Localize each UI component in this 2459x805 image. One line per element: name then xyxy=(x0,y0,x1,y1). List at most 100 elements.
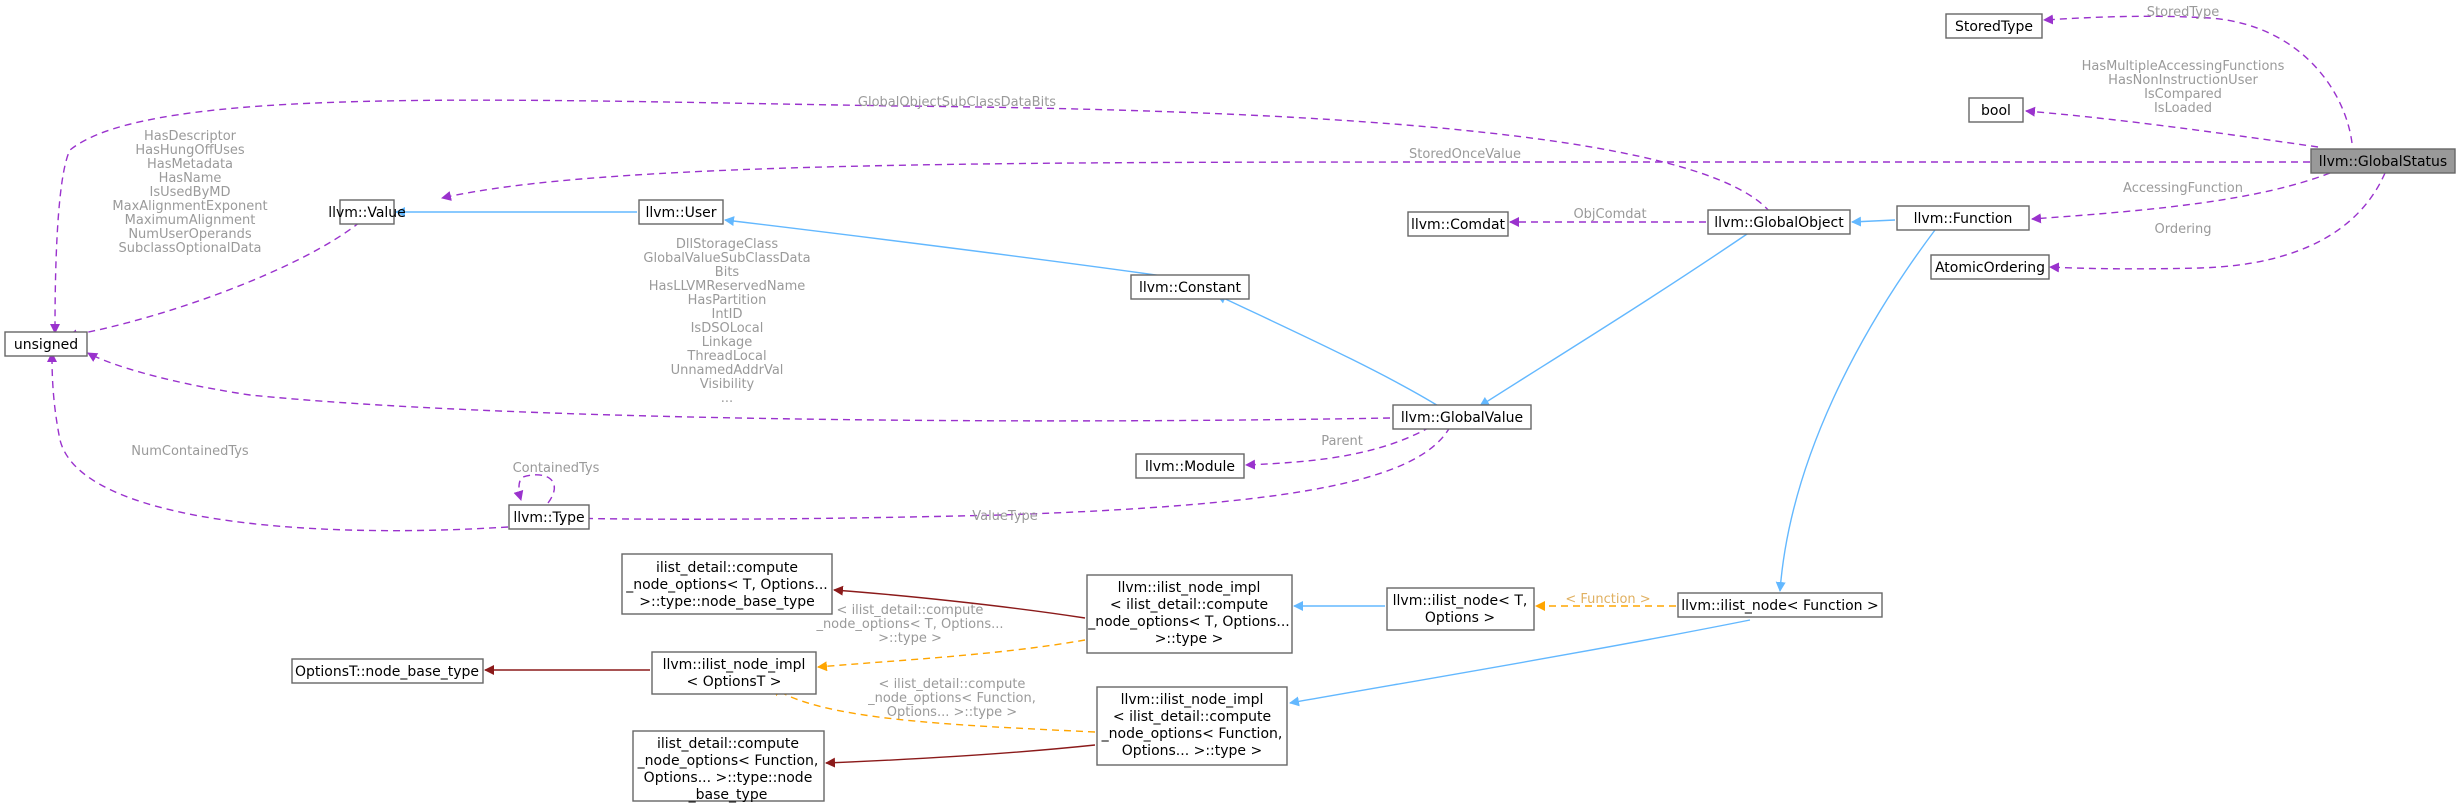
label-ordering: Ordering xyxy=(2154,222,2211,237)
edge-contained-tys xyxy=(513,474,555,504)
text-line: ilist_detail::compute xyxy=(657,736,799,752)
svg-text:llvm::Value: llvm::Value xyxy=(328,205,406,221)
text-line: ... xyxy=(721,391,733,406)
node-compute-node-base-type[interactable]: ilist_detail::compute_node_options< T, O… xyxy=(621,553,833,615)
text-line: Options... >::type::node xyxy=(644,770,813,786)
label-accessing-function: AccessingFunction xyxy=(2123,181,2243,196)
node-constant[interactable]: llvm::Constant xyxy=(1130,274,1250,300)
node-user[interactable]: llvm::User xyxy=(638,199,724,225)
svg-text:llvm::GlobalObject: llvm::GlobalObject xyxy=(1714,215,1844,231)
svg-text:AtomicOrdering: AtomicOrdering xyxy=(1935,260,2045,276)
node-optionst-node-base-type[interactable]: OptionsT::node_base_type xyxy=(291,658,484,684)
svg-text:llvm::ilist_node_impl< ilist_d: llvm::ilist_node_impl< ilist_detail::com… xyxy=(1087,580,1290,647)
label-ilist-template-function: < ilist_detail::compute_node_options< Fu… xyxy=(867,677,1036,720)
svg-text:unsigned: unsigned xyxy=(14,337,78,353)
edge-ilistnode-function-impl xyxy=(1289,619,1751,707)
text-line: < ilist_detail::compute xyxy=(879,677,1026,692)
svg-text:llvm::Type: llvm::Type xyxy=(513,510,584,526)
edge-globalvalue-inherits-constant xyxy=(1216,294,1441,408)
edge-value-type xyxy=(561,426,1451,524)
text-line: SubclassOptionalData xyxy=(118,241,261,256)
svg-text:llvm::Module: llvm::Module xyxy=(1145,459,1235,475)
node-compute-function-node-base-type[interactable]: ilist_detail::compute_node_options< Func… xyxy=(632,730,825,803)
node-global-value[interactable]: llvm::GlobalValue xyxy=(1392,404,1532,430)
edge-impl-opts-node-base xyxy=(833,585,1086,619)
text-line: ilist_detail::compute xyxy=(656,560,798,576)
svg-text:llvm::Function: llvm::Function xyxy=(1914,211,2013,227)
text-line: _node_options< Function, xyxy=(637,753,819,769)
node-module[interactable]: llvm::Module xyxy=(1135,453,1245,479)
label-globalobject-subclass-bits: GlobalObjectSubClassDataBits xyxy=(858,95,1056,110)
node-ilist-node-impl-function[interactable]: llvm::ilist_node_impl< ilist_detail::com… xyxy=(1096,686,1288,766)
text-line: llvm::ilist_node_impl xyxy=(1121,692,1264,708)
text-line: _node_options< T, Options... xyxy=(625,577,828,593)
text-line: HasMetadata xyxy=(147,157,233,172)
node-stored-type[interactable]: StoredType xyxy=(1945,13,2043,39)
edge-globalobject-inherits-globalvalue xyxy=(1479,231,1751,407)
text-line: HasDescriptor xyxy=(144,129,237,144)
text-line: NumUserOperands xyxy=(128,227,252,242)
text-line: HasLLVMReservedName xyxy=(649,279,806,294)
text-line: MaxAlignmentExponent xyxy=(112,199,267,214)
text-line: Bits xyxy=(715,265,740,280)
text-line: _node_options< T, Options... xyxy=(815,617,1003,632)
node-global-status[interactable]: llvm::GlobalStatus xyxy=(2310,148,2456,174)
node-comdat[interactable]: llvm::Comdat xyxy=(1407,211,1509,237)
edge-globalobject-subclass-bits xyxy=(50,99,1771,334)
node-global-object[interactable]: llvm::GlobalObject xyxy=(1707,209,1851,235)
svg-text:llvm::ilist_node< Function >: llvm::ilist_node< Function > xyxy=(1681,598,1878,614)
edge-stored-once-value xyxy=(441,161,2310,201)
text-line: llvm::ilist_node_impl xyxy=(663,657,806,673)
svg-text:llvm::Constant: llvm::Constant xyxy=(1139,280,1242,296)
text-line: HasMultipleAccessingFunctions xyxy=(2082,59,2285,74)
svg-text:bool: bool xyxy=(1981,103,2011,119)
label-ilist-template-t: < ilist_detail::compute_node_options< T,… xyxy=(815,603,1003,646)
text-line: IsDSOLocal xyxy=(691,321,764,336)
node-type[interactable]: llvm::Type xyxy=(508,504,590,530)
text-line: Visibility xyxy=(700,377,755,392)
edge-value-unsigned xyxy=(67,221,361,340)
edges xyxy=(47,14,2386,768)
node-ilist-node-t-options[interactable]: llvm::ilist_node< T,Options > xyxy=(1386,587,1535,631)
text-line: < ilist_detail::compute xyxy=(1113,709,1271,725)
nodes: llvm::GlobalStatus StoredType bool llvm:… xyxy=(4,13,2456,803)
text-line: _node_options< Function, xyxy=(1101,726,1283,742)
edge-impl-function-node-base xyxy=(825,744,1096,768)
text-line: Options > xyxy=(1425,610,1495,626)
node-ilist-node-impl-opts[interactable]: llvm::ilist_node_impl< ilist_detail::com… xyxy=(1086,574,1293,654)
svg-text:llvm::ilist_node_impl< ilist_d: llvm::ilist_node_impl< ilist_detail::com… xyxy=(1101,692,1283,759)
node-bool[interactable]: bool xyxy=(1968,97,2024,123)
text-line: >::type::node_base_type xyxy=(639,594,814,610)
text-line: IntID xyxy=(711,307,742,322)
node-atomic-ordering[interactable]: AtomicOrdering xyxy=(1930,254,2050,280)
edge-labels: StoredType HasMultipleAccessingFunctions… xyxy=(112,5,2284,720)
text-line: Options... >::type > xyxy=(887,705,1017,720)
svg-text:StoredType: StoredType xyxy=(1955,19,2033,35)
label-obj-comdat: ObjComdat xyxy=(1573,207,1646,222)
edge-num-contained-tys xyxy=(47,352,509,532)
node-ilist-node-function[interactable]: llvm::ilist_node< Function > xyxy=(1677,592,1883,618)
text-line: Options... >::type > xyxy=(1122,743,1262,759)
node-function[interactable]: llvm::Function xyxy=(1896,205,2030,231)
node-value[interactable]: llvm::Value xyxy=(328,199,406,225)
label-stored-once-value: StoredOnceValue xyxy=(1409,147,1521,162)
text-line: HasNonInstructionUser xyxy=(2108,73,2258,88)
svg-text:llvm::Comdat: llvm::Comdat xyxy=(1411,217,1506,233)
edge-bool xyxy=(2025,106,2319,148)
node-unsigned[interactable]: unsigned xyxy=(4,331,88,357)
svg-text:llvm::ilist_node< T,Options >: llvm::ilist_node< T,Options > xyxy=(1393,593,1528,626)
edge-impl-opts-template xyxy=(817,639,1086,672)
text-line: ThreadLocal xyxy=(686,349,766,364)
node-ilist-node-impl-optionst[interactable]: llvm::ilist_node_impl< OptionsT > xyxy=(651,651,817,695)
text-line: llvm::ilist_node< T, xyxy=(1393,593,1528,609)
text-line: UnnamedAddrVal xyxy=(671,363,784,378)
svg-text:llvm::ilist_node_impl< Options: llvm::ilist_node_impl< OptionsT > xyxy=(663,657,806,690)
text-line: IsLoaded xyxy=(2154,101,2212,116)
text-line: Linkage xyxy=(702,335,753,350)
edge-stored-type xyxy=(2043,14,2353,144)
label-function-template: < Function > xyxy=(1565,592,1650,607)
edge-parent xyxy=(1245,426,1431,470)
